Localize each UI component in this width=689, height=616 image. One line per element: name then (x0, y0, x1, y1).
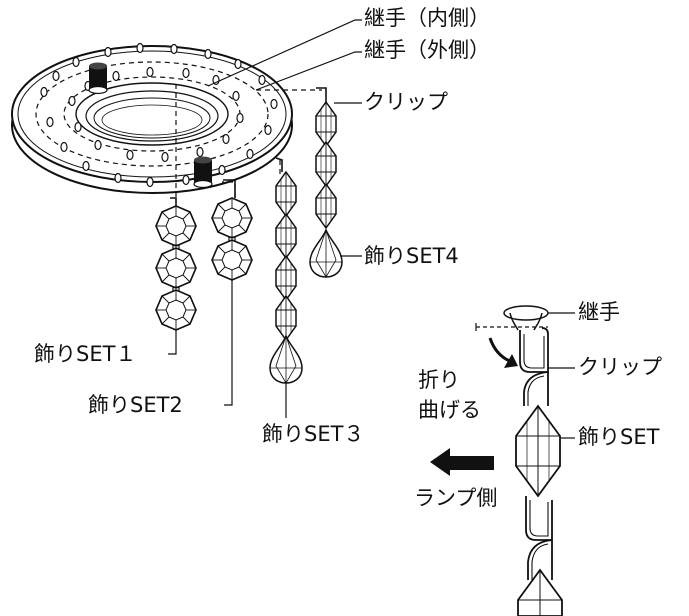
fold-arrow (488, 337, 518, 368)
label-detail-joint: 継手 (578, 300, 620, 324)
label-ornament-set-1: 飾りSET１ (34, 342, 137, 366)
ornament-set-1 (155, 205, 197, 331)
ornament-set-3 (269, 171, 303, 384)
label-detail-ornament-set: 飾りSET (578, 425, 660, 449)
leader-lines (168, 19, 362, 418)
detail-ornament (515, 404, 575, 498)
label-clip: クリップ (364, 90, 448, 114)
lamp-direction-arrow (430, 448, 494, 476)
label-fold-line-2: 曲げる (418, 398, 481, 422)
clip-hook (170, 87, 327, 206)
mounting-screw (193, 156, 213, 189)
detail-lower-ornament (517, 568, 563, 616)
label-lamp-side: ランプ側 (414, 486, 498, 510)
mounting-screw (88, 62, 108, 95)
label-joint-outer: 継手（外側） (364, 38, 490, 62)
label-joint-inner: 継手（内側） (364, 6, 490, 30)
ornament-set-2 (211, 197, 253, 281)
detail-lower-chain (525, 496, 553, 580)
detail-clip-chain (519, 327, 549, 406)
label-ornament-set-4: 飾りSET4 (364, 244, 459, 268)
label-ornament-set-3: 飾りSET３ (262, 422, 365, 446)
ceiling-plate (11, 45, 293, 194)
label-detail-clip: クリップ (578, 355, 662, 379)
ornament-set-4 (309, 101, 343, 278)
detail-dashed-guide (475, 323, 548, 331)
label-ornament-set-2: 飾りSET2 (88, 393, 183, 417)
detail-joint (503, 305, 575, 331)
connection-lines (175, 84, 322, 200)
label-fold-line-1: 折り (418, 368, 460, 392)
